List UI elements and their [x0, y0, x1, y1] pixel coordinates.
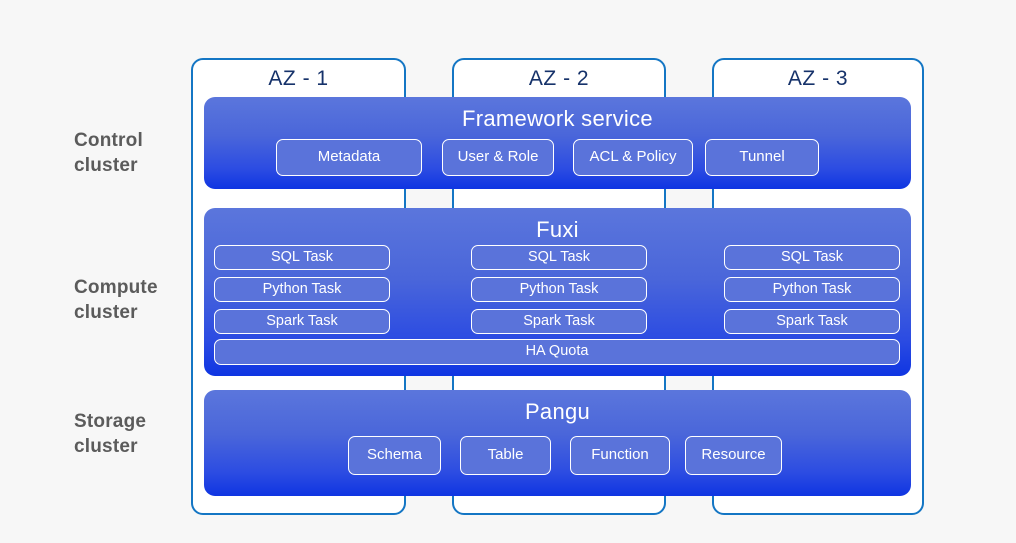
row-label-storage-cluster: Storage cluster [74, 409, 204, 459]
chip-schema[interactable]: Schema [348, 436, 441, 475]
chip-spark-task-az2[interactable]: Spark Task [471, 309, 647, 334]
chip-tunnel[interactable]: Tunnel [705, 139, 819, 176]
chip-python-task-az1[interactable]: Python Task [214, 277, 390, 302]
chip-sql-task-az2[interactable]: SQL Task [471, 245, 647, 270]
row-label-compute-line1: Compute [74, 277, 158, 298]
row-label-control-line1: Control [74, 130, 143, 151]
framework-service-band: Framework service Metadata User & Role A… [204, 97, 911, 189]
row-label-control-cluster: Control cluster [74, 128, 204, 178]
az-title-1: AZ - 1 [268, 67, 329, 90]
chip-sql-task-az1[interactable]: SQL Task [214, 245, 390, 270]
fuxi-band: Fuxi SQL Task Python Task Spark Task SQL… [204, 208, 911, 376]
row-label-storage-line2: cluster [74, 436, 138, 457]
chip-python-task-az2[interactable]: Python Task [471, 277, 647, 302]
chip-ha-quota[interactable]: HA Quota [214, 339, 900, 365]
chip-metadata[interactable]: Metadata [276, 139, 422, 176]
row-label-storage-line1: Storage [74, 411, 147, 432]
chip-acl-and-policy[interactable]: ACL & Policy [573, 139, 693, 176]
row-label-compute-line2: cluster [74, 302, 138, 323]
az-title-2: AZ - 2 [528, 67, 590, 90]
row-label-compute-cluster: Compute cluster [74, 275, 204, 325]
pangu-title: Pangu [524, 399, 591, 424]
row-label-control-line2: cluster [74, 155, 138, 176]
framework-service-title: Framework service [462, 106, 653, 131]
pangu-band: Pangu Schema Table Function Resource [204, 390, 911, 496]
chip-function[interactable]: Function [570, 436, 670, 475]
chip-spark-task-az3[interactable]: Spark Task [724, 309, 900, 334]
chip-user-and-role[interactable]: User & Role [442, 139, 554, 176]
chip-table[interactable]: Table [460, 436, 551, 475]
chip-resource[interactable]: Resource [685, 436, 782, 475]
chip-sql-task-az3[interactable]: SQL Task [724, 245, 900, 270]
chip-python-task-az3[interactable]: Python Task [724, 277, 900, 302]
az-title-3: AZ - 3 [787, 67, 849, 90]
chip-spark-task-az1[interactable]: Spark Task [214, 309, 390, 334]
fuxi-title: Fuxi [536, 217, 579, 242]
